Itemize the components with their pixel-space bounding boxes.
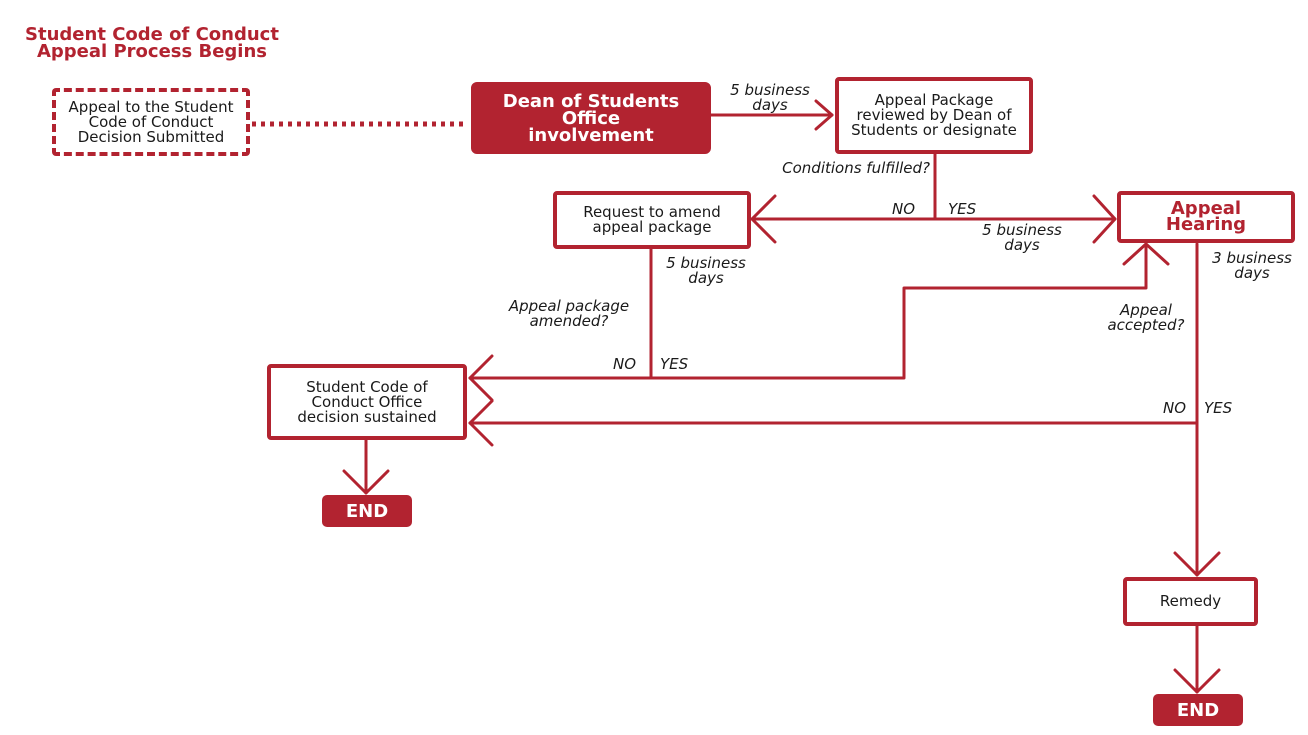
arrowhead-end-left [342, 469, 390, 495]
label-text: accepted? [1107, 316, 1185, 334]
label-conditions-no: NO [892, 202, 915, 217]
label-text: NO [892, 200, 916, 218]
node-text: Dean of Students [502, 90, 680, 112]
label-text: days [1004, 236, 1040, 254]
node-text: Appeal [1170, 198, 1242, 219]
node-text: Hearing [1165, 214, 1247, 235]
node-decision-sustained: Student Code of Conduct Office decision … [267, 364, 467, 440]
label-text: 5 business [982, 221, 1062, 239]
label-text: amended? [529, 312, 609, 330]
node-text: appeal package [592, 218, 712, 236]
node-text: END [1176, 699, 1220, 721]
node-text: Student Code of [306, 377, 428, 396]
label-days-after-amend-request: 5 business days [658, 256, 754, 286]
label-text: NO [613, 355, 637, 373]
arrowhead-appeal-hearing [1092, 194, 1117, 244]
node-request-amend: Request to amend appeal package [553, 191, 751, 249]
label-text: YES [948, 200, 977, 218]
node-text: Conduct Office [311, 392, 423, 411]
label-text: Appeal [1120, 301, 1172, 319]
node-appeal-hearing: Appeal Hearing [1117, 191, 1295, 243]
arrowhead-review [814, 99, 834, 131]
label-conditions-fulfilled: Conditions fulfilled? [740, 161, 930, 176]
arrowhead-end-right [1173, 668, 1221, 694]
label-accepted-yes: YES [1204, 401, 1232, 416]
node-package-reviewed: Appeal Package reviewed by Dean of Stude… [835, 77, 1033, 154]
node-text: Decision Submitted [77, 127, 225, 146]
node-text: Code of Conduct [88, 112, 214, 131]
node-remedy: Remedy [1123, 577, 1258, 626]
node-appeal-submitted: Appeal to the Student Code of Conduct De… [52, 88, 250, 156]
arrowhead-hearing-bottom [1122, 242, 1170, 266]
label-package-amended: Appeal package amended? [494, 299, 644, 329]
diagram-title: Student Code of Conduct Appeal Process B… [12, 24, 292, 62]
node-text: reviewed by Dean of [856, 106, 1012, 124]
label-text: 3 business [1212, 249, 1292, 267]
label-conditions-yes: YES [948, 202, 976, 217]
node-dean-office: Dean of Students Office involvement [471, 82, 711, 154]
arrowhead-request-amend [750, 194, 777, 244]
arrowhead-remedy [1173, 551, 1221, 577]
node-text: END [345, 500, 389, 522]
arrowhead-sustained-upper [468, 354, 494, 402]
label-amended-yes: YES [660, 357, 688, 372]
label-text: days [752, 96, 788, 114]
label-days-to-review: 5 business days [722, 83, 818, 113]
label-appeal-accepted: Appeal accepted? [1096, 303, 1196, 333]
title-line-1: Student Code of Conduct [25, 24, 279, 45]
node-text: Students or designate [851, 121, 1017, 139]
label-text: Conditions fulfilled? [782, 159, 930, 177]
label-text: days [688, 269, 724, 287]
connector-amend-yes [649, 242, 1148, 380]
label-text: Appeal package [508, 297, 630, 315]
label-text: 5 business [666, 254, 746, 272]
label-text: days [1234, 264, 1270, 282]
arrowhead-sustained-lower [468, 399, 494, 447]
node-text: Request to amend [583, 203, 721, 221]
label-text: 5 business [730, 81, 810, 99]
node-text: Appeal Package [874, 91, 994, 109]
node-text: involvement [528, 124, 654, 146]
node-text: Remedy [1159, 592, 1222, 610]
title-line-2: Appeal Process Begins [36, 41, 267, 62]
label-accepted-no: NO [1163, 401, 1186, 416]
label-text: NO [1163, 399, 1187, 417]
node-end-left: END [322, 495, 412, 527]
label-amended-no: NO [613, 357, 636, 372]
label-text: YES [1204, 399, 1233, 417]
node-text: decision sustained [297, 407, 437, 426]
label-text: YES [660, 355, 689, 373]
node-text: Office [561, 107, 621, 129]
node-text: Appeal to the Student [68, 97, 234, 116]
label-days-to-hearing: 5 business days [974, 223, 1070, 253]
label-days-after-hearing: 3 business days [1204, 251, 1300, 281]
node-end-right: END [1153, 694, 1243, 726]
